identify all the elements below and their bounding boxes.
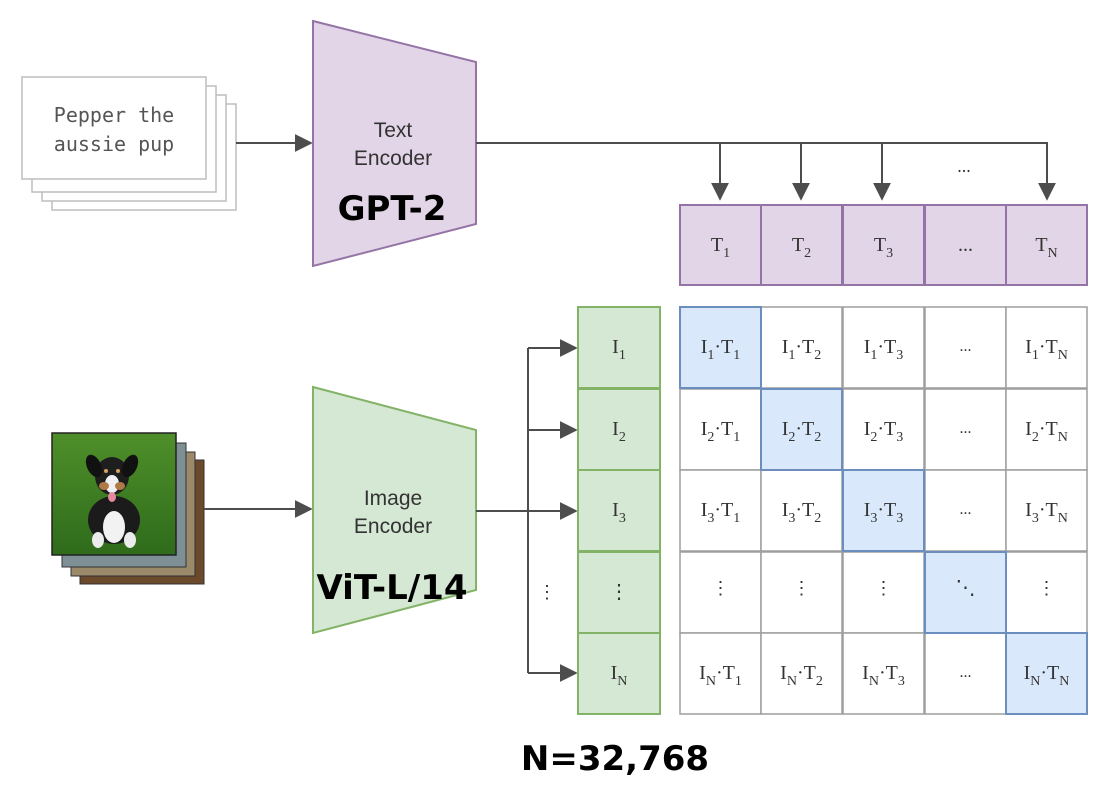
text-embedding-cell xyxy=(1005,204,1088,286)
image-embedding-label: IN xyxy=(611,662,628,689)
text-embedding-label: T1 xyxy=(711,234,730,261)
matrix-cell-diagonal xyxy=(1005,632,1088,715)
image-output-arrows: ⋮ xyxy=(476,339,578,682)
matrix-cell xyxy=(1005,306,1088,389)
matrix-cell-diagonal xyxy=(679,306,762,389)
text-embedding-cell xyxy=(842,204,925,286)
matrix-cell xyxy=(842,388,925,471)
text-embedding-row: T1 T2 T3... TN xyxy=(679,204,1088,286)
text-input-stack: Pepper the aussie pup xyxy=(21,76,237,211)
image-embedding-cell xyxy=(577,469,661,552)
matrix-cell-label: I1·T1 xyxy=(701,336,741,363)
matrix-hdots: ... xyxy=(960,338,972,355)
matrix-vdots: ⋮ xyxy=(793,578,811,598)
image-encoder-model-label: ViT-L/14 xyxy=(316,568,467,608)
matrix-cell xyxy=(842,306,925,389)
text-input-line-1: Pepper the xyxy=(54,103,174,127)
matrix-cell-label: IN·TN xyxy=(1024,662,1070,689)
matrix-cell-label: IN·T3 xyxy=(862,662,905,689)
matrix-cell xyxy=(924,632,1007,715)
image-embedding-cell xyxy=(577,306,661,389)
matrix-cell xyxy=(679,469,762,552)
matrix-vdots: ⋮ xyxy=(875,578,893,598)
matrix-ddots: ⋱ xyxy=(956,577,976,599)
matrix-cell xyxy=(679,388,762,471)
text-output-arrows: ... xyxy=(476,142,1056,201)
matrix-cell-label: IN·T2 xyxy=(780,662,823,689)
matrix-cell xyxy=(924,469,1007,552)
matrix-cell-label: I2·T3 xyxy=(864,418,904,445)
text-embedding-cell xyxy=(760,204,843,286)
matrix-cell xyxy=(760,469,843,552)
text-embedding-label: TN xyxy=(1035,234,1057,261)
text-arrows-ellipsis: ... xyxy=(957,156,971,176)
matrix-cell xyxy=(760,632,843,715)
text-encoder-label-line-1: Text xyxy=(374,119,413,142)
text-encoder-model-label: GPT-2 xyxy=(338,189,447,229)
text-input-line-2: aussie pup xyxy=(54,132,174,156)
matrix-vdots: ⋮ xyxy=(1038,578,1056,598)
matrix-cell-diagonal xyxy=(924,551,1007,634)
similarity-matrix: I1·T1 I1·T2 I1·T3... I1·TN I2·T1 I2·T2 I2·T3..… xyxy=(679,306,1088,715)
matrix-cell xyxy=(760,306,843,389)
matrix-cell xyxy=(760,551,843,634)
matrix-cell-label: IN·T1 xyxy=(699,662,742,689)
matrix-cell-label: I3·T2 xyxy=(782,499,822,526)
text-output-bus xyxy=(476,142,1056,201)
matrix-cell-diagonal xyxy=(842,469,925,552)
matrix-cell xyxy=(842,632,925,715)
matrix-cell xyxy=(842,551,925,634)
image-embedding-label: I2 xyxy=(612,418,626,445)
text-encoder: Text Encoder GPT-2 xyxy=(312,19,477,268)
image-encoder-shape xyxy=(312,385,477,635)
image-input-stack xyxy=(51,432,205,585)
matrix-hdots: ... xyxy=(960,501,972,518)
puppy-photo xyxy=(51,432,177,556)
matrix-cell-label: I3·TN xyxy=(1025,499,1068,526)
text-embedding-label: ... xyxy=(958,234,973,256)
text-embedding-cell xyxy=(924,204,1007,286)
matrix-hdots: ... xyxy=(960,664,972,681)
text-encoder-shape xyxy=(312,19,477,268)
matrix-cell-diagonal xyxy=(760,388,843,471)
text-embedding-label: T3 xyxy=(874,234,893,261)
image-embedding-label: I1 xyxy=(612,336,626,363)
matrix-cell-label: I3·T3 xyxy=(864,499,904,526)
text-embedding-label: T2 xyxy=(792,234,811,261)
text-card-front xyxy=(21,76,207,180)
image-embedding-cell xyxy=(577,632,661,715)
image-encoder-label-line-1: Image xyxy=(364,487,422,510)
image-encoder-label-line-2: Encoder xyxy=(354,515,432,538)
batch-size-label: N=32,768 xyxy=(521,739,709,779)
matrix-cell-label: I2·TN xyxy=(1025,418,1068,445)
image-arrows-vdots: ⋮ xyxy=(538,582,556,602)
image-embedding-label: I3 xyxy=(612,499,626,526)
text-encoder-label-line-2: Encoder xyxy=(354,147,432,170)
matrix-vdots: ⋮ xyxy=(712,578,730,598)
matrix-cell-label: I1·T2 xyxy=(782,336,822,363)
matrix-cell-label: I2·T2 xyxy=(782,418,822,445)
matrix-cell-label: I1·TN xyxy=(1025,336,1068,363)
matrix-cell-label: I3·T1 xyxy=(701,499,741,526)
matrix-hdots: ... xyxy=(960,420,972,437)
matrix-cell-label: I1·T3 xyxy=(864,336,904,363)
matrix-cell xyxy=(679,551,762,634)
matrix-cell-label: I2·T1 xyxy=(701,418,741,445)
image-encoder: Image Encoder ViT-L/14 xyxy=(312,385,477,635)
image-embedding-label: ⋮ xyxy=(609,581,629,603)
matrix-cell xyxy=(1005,469,1088,552)
